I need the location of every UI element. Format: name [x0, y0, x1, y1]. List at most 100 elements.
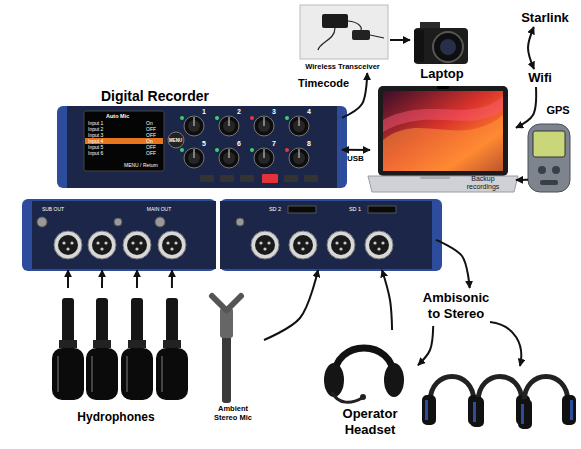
status-led — [285, 148, 289, 152]
recorder-left-panel — [88, 231, 116, 259]
connector — [436, 240, 470, 288]
recorder-left-panel — [139, 241, 142, 244]
connector — [418, 326, 433, 365]
status-led — [215, 116, 219, 120]
hydrophone-illustration — [156, 348, 188, 400]
node-heading: Starlink — [517, 10, 573, 26]
recorder-left-panel — [114, 218, 122, 226]
recorder-left-panel — [162, 235, 182, 255]
node-heading: Wireless Transceiver — [295, 62, 390, 71]
recorder-side-panel: SUB OUTMAIN OUT — [28, 200, 216, 270]
headphones-illustration — [570, 400, 573, 420]
camera-illustration — [433, 32, 463, 62]
recorder-left-panel — [131, 241, 134, 244]
recorder-right-panel — [297, 241, 300, 244]
screen-item: Input 6 — [88, 150, 103, 156]
hydrophone-illustration — [62, 298, 74, 344]
laptop-illustration — [383, 91, 503, 171]
stereo-mic-illustration — [222, 335, 231, 403]
recorder-right-panel — [288, 206, 316, 213]
screen-item: Input 2 — [88, 126, 103, 132]
transport-button — [240, 175, 254, 182]
screen-title: Auto Mic — [106, 113, 129, 120]
gain-knob — [219, 116, 239, 136]
operator-headset-illustration — [324, 363, 344, 397]
recorder-right-panel — [263, 247, 266, 250]
connector-line — [342, 149, 370, 151]
screen-item: OFF — [146, 126, 156, 132]
screen-item: OFF — [146, 144, 156, 150]
recorder-left-panel — [135, 247, 138, 250]
hydrophone-illustration — [91, 356, 93, 392]
gain-knob — [264, 117, 265, 126]
node-heading: Laptop — [412, 66, 472, 82]
recorder-left-panel — [37, 217, 47, 227]
screen-item: Input 1 — [88, 120, 103, 126]
mic-node: Ambient Stereo Mic — [202, 286, 264, 428]
transport-button — [220, 175, 234, 182]
gain-knob — [194, 149, 195, 158]
connector-line — [516, 179, 528, 181]
recorder-right-panel — [220, 199, 442, 271]
recorder-top-view — [85, 138, 163, 144]
gps-device — [538, 166, 546, 174]
headphones-illustration — [521, 404, 524, 424]
edge-label: USB — [347, 154, 364, 164]
node-heading: Wifi — [520, 70, 560, 86]
laptop-illustration — [368, 86, 518, 192]
recorder-top-view — [67, 106, 337, 188]
connector-line — [67, 270, 69, 288]
laptop-illustration — [383, 96, 503, 132]
gain-knob — [254, 116, 274, 136]
connector — [382, 270, 392, 330]
operator-headset-illustration — [332, 392, 362, 402]
gps-device — [528, 124, 570, 192]
status-led — [180, 148, 184, 152]
gain-knob — [299, 149, 300, 158]
camera-illustration — [440, 39, 456, 55]
stereo-mic-illustration — [212, 296, 241, 310]
gps-device — [540, 180, 558, 185]
headphones-illustration — [425, 400, 428, 420]
hydrophone-illustration — [59, 340, 77, 348]
headphones-illustration — [422, 395, 436, 425]
status-led — [285, 116, 289, 120]
transport-button — [200, 175, 214, 182]
connector-line — [382, 270, 392, 330]
recorder-right-panel — [339, 247, 342, 250]
screen-item: On — [146, 120, 153, 126]
hydrophone-illustration — [121, 348, 153, 400]
screen-item: Input 4 — [88, 138, 103, 144]
recorder-left-panel — [58, 235, 78, 255]
camera-illustration — [414, 30, 424, 62]
recorder-top-view — [57, 106, 347, 188]
node-heading: GPS — [542, 104, 574, 117]
recorder-right-panel — [365, 231, 393, 259]
headphones-illustration — [562, 395, 576, 425]
recorder-right-panel — [331, 235, 351, 255]
laptop-node: LaptopBackup recordings — [370, 66, 516, 192]
operator-headset-illustration — [360, 394, 366, 400]
status-led — [180, 116, 184, 120]
laptop-illustration — [420, 176, 450, 179]
recorder-right-panel — [301, 247, 304, 250]
screen-item: MENU / Return — [124, 162, 158, 168]
recorder-left-panel — [92, 235, 112, 255]
recorder-left-panel — [127, 235, 147, 255]
operator-headset-illustration — [384, 363, 404, 397]
connector — [516, 87, 536, 128]
connector — [528, 27, 534, 69]
node-heading: Ambisonic to Stereo — [418, 290, 494, 321]
gps-device — [552, 166, 560, 174]
node-heading: SD 2 — [264, 206, 286, 213]
node-heading: Ambient Stereo Mic — [208, 404, 258, 422]
starlink-node: Starlink — [517, 9, 573, 27]
node-text: SD 1 — [344, 206, 366, 213]
recorder-top-view — [168, 132, 184, 148]
recorder-right-panel — [381, 241, 384, 244]
recorder-right-panel — [220, 199, 442, 271]
node-heading: Digital Recorder — [90, 88, 220, 105]
node-text: MAIN OUT — [142, 206, 176, 212]
laptop-illustration — [368, 176, 518, 192]
channel-number: 1 — [202, 108, 206, 116]
